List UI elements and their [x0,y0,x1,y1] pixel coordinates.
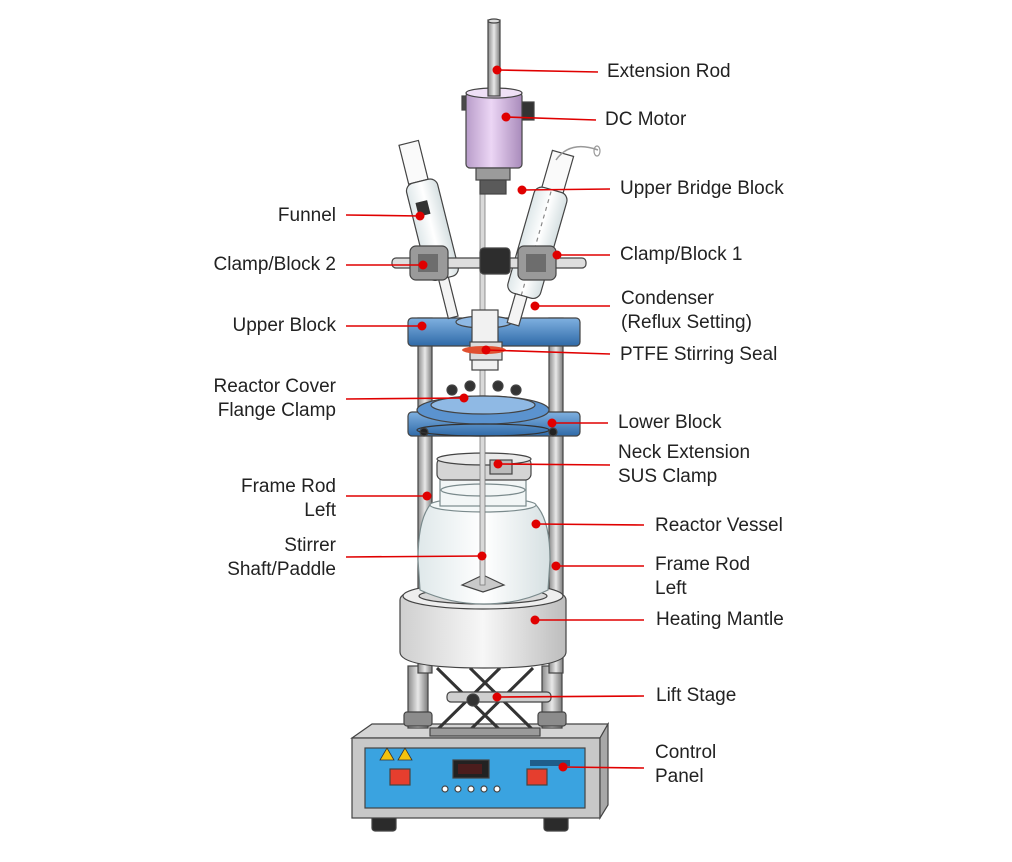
leader-clamp-block-2 [346,260,428,270]
leader-dc-motor [501,112,597,122]
leader-control-panel [558,762,645,772]
label-frame-rod-right: Frame Rod Left [655,554,751,599]
leader-extension-rod [492,65,599,75]
label-upper-block: Upper Block [232,315,337,336]
label-stirrer-shaft-paddle: Stirrer Shaft/Paddle [227,535,336,580]
leader-neck-extension-sus-clamp [493,459,611,469]
leader-stirrer-shaft [345,551,487,561]
leader-lift-stage [492,692,645,702]
apparatus-illustration [350,18,610,832]
label-ptfe-stirring-seal: PTFE Stirring Seal [620,344,778,365]
dc-motor-drawing [461,87,535,195]
leader-condenser [530,301,610,311]
leader-funnel [345,211,425,221]
label-dc-motor: DC Motor [605,109,687,130]
clamp-1-drawing [517,245,557,281]
label-extension-rod: Extension Rod [607,61,731,82]
upper-block-drawing [407,309,581,371]
base-unit [350,721,610,832]
label-frame-rod-left: Frame Rod Left [240,476,336,521]
label-funnel: Funnel [277,205,336,226]
label-upper-bridge-block: Upper Bridge Block [620,178,784,199]
leader-lines [345,65,645,772]
clamp-2-drawing [409,245,449,281]
leader-reactor-cover-flange-clamp [345,393,469,403]
label-clamp-block-2: Clamp/Block 2 [213,254,337,275]
leader-frame-rod-right [551,561,644,571]
leader-frame-rod-left [346,491,432,501]
leader-lower-block [547,418,608,428]
funnel-drawing [398,139,459,320]
label-heating-mantle: Heating Mantle [656,609,784,630]
leader-heating-mantle [530,615,644,625]
label-reactor-vessel: Reactor Vessel [655,515,783,536]
lower-block-drawing [407,380,581,437]
label-clamp-block-1: Clamp/Block 1 [620,244,743,265]
leader-ptfe-stirring-seal [481,345,611,355]
leader-reactor-vessel [531,519,645,529]
label-condenser: Condenser (Reflux Setting) [621,288,752,333]
leader-upper-bridge-block [517,185,611,195]
leader-upper-block [346,321,427,331]
label-neck-extension-sus-clamp: Neck Extension SUS Clamp [618,442,751,487]
label-reactor-cover-flange-clamp: Reactor Cover Flange Clamp [213,376,337,421]
label-lower-block: Lower Block [618,412,722,433]
label-lift-stage: Lift Stage [656,685,737,706]
label-control-panel: Control Panel [655,742,717,787]
leader-clamp-block-1 [552,250,610,260]
